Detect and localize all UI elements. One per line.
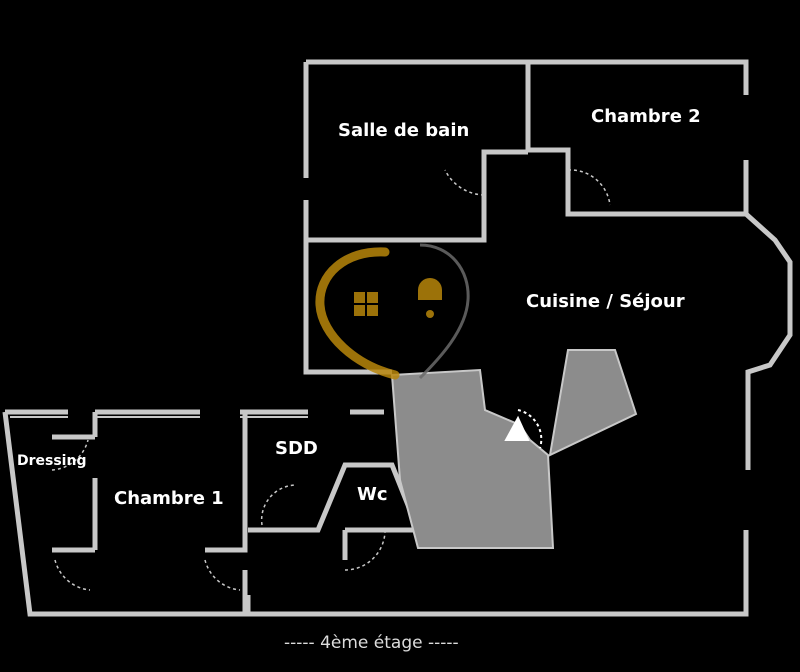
staircase-flight (548, 349, 638, 457)
door-ch2 (567, 169, 611, 206)
outer-wall-right-upper (743, 160, 793, 470)
room-label-cuisine-sejour: Cuisine / Séjour (526, 291, 685, 312)
floor-label: ----- 4ème étage ----- (284, 633, 459, 653)
stair-direction-line (517, 409, 543, 449)
stair-arrow-icon (504, 415, 530, 441)
room-label-chambre-2: Chambre 2 (591, 106, 701, 127)
wall-chambre1-right (205, 412, 248, 614)
door-bath (444, 169, 485, 196)
door-wc (344, 531, 386, 571)
room-label-salle-de-bain: Salle de bain (338, 120, 470, 141)
room-label-wc: Wc (357, 484, 388, 505)
door-sdd (260, 484, 297, 526)
door-ch1 (204, 559, 241, 591)
wall-bath-bottom (306, 149, 528, 243)
watermark-logo (315, 243, 470, 380)
wall-bath-ch2 (525, 62, 746, 217)
outer-wall-top (306, 59, 749, 95)
outer-wall-lower-left (2, 411, 248, 617)
room-label-dressing: Dressing (17, 453, 87, 469)
room-label-chambre-1: Chambre 1 (114, 488, 224, 509)
wall-dressing (52, 412, 98, 553)
staircase (390, 368, 555, 549)
wall-sdd-bottom (248, 462, 422, 533)
door-dressing (51, 439, 89, 471)
room-label-sdd: SDD (275, 438, 318, 459)
outer-wall-left-mid (303, 200, 392, 375)
outer-wall-right-lower (245, 530, 749, 617)
door-dressing-2 (54, 559, 91, 591)
